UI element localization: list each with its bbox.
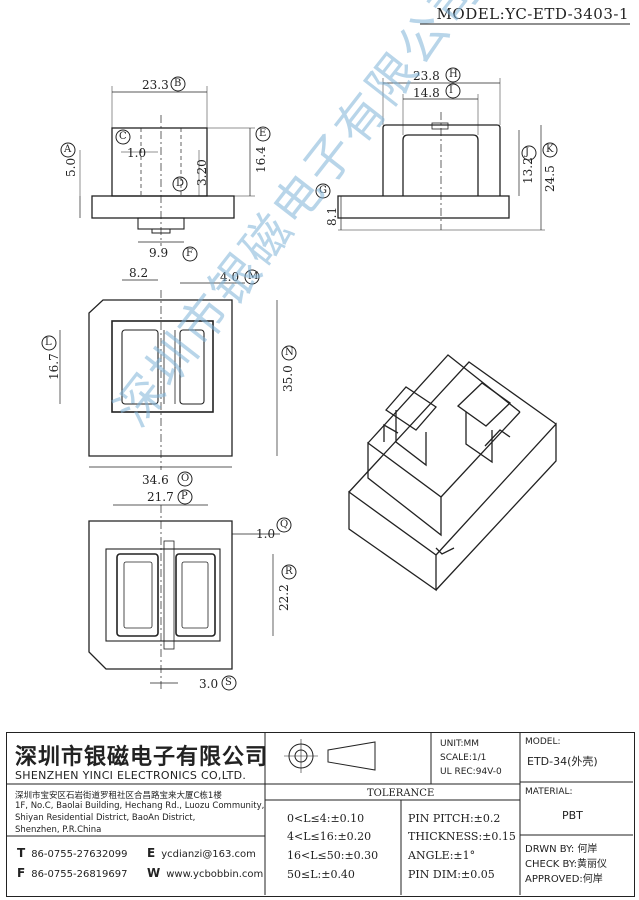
email-label: E — [147, 846, 156, 860]
tag-l: L — [45, 337, 52, 348]
top-view — [41, 269, 297, 487]
dim-8-2: 8.2 — [129, 266, 149, 280]
tag-b: B — [174, 78, 182, 89]
bottom-view — [88, 489, 297, 691]
title-block: 深圳市银磁电子有限公司 SHENZHEN YINCI ELECTRONICS C… — [6, 732, 635, 897]
dim-p: 21.7 — [147, 490, 174, 504]
tolerance-thickness: THICKNESS:±0.15 — [408, 830, 516, 843]
side-view — [315, 67, 558, 231]
dim-j: 13.2 — [521, 157, 535, 184]
address-en-2: Shiyan Residential District, BaoAn Distr… — [15, 813, 196, 823]
dim-c: 1.0 — [127, 146, 147, 160]
dim-k: 24.5 — [543, 165, 557, 192]
material-label: MATERIAL: — [525, 787, 573, 797]
tag-j: J — [525, 147, 530, 158]
tag-m: M — [248, 271, 259, 282]
address-cn: 深圳市宝安区石岩街道罗租社区合昌路宝来大厦C栋1楼 — [15, 791, 222, 801]
dim-o: 34.6 — [142, 473, 169, 487]
model-value: ETD-34(外壳) — [527, 755, 598, 768]
checked-by: CHECK BY:黄丽仪 — [525, 859, 608, 870]
website-label: W — [147, 866, 161, 880]
unit: UNIT:MM — [440, 739, 480, 749]
address-en-1: 1F, No.C, Baolai Building, Hechang Rd., … — [15, 801, 265, 811]
email-value: ycdianzi@163.com — [161, 849, 256, 860]
dim-e: 16.4 — [254, 146, 268, 173]
tolerance-title: TOLERANCE — [367, 788, 435, 799]
dim-r: 22.2 — [277, 584, 291, 611]
drawn-by: DRWN BY: 何岸 — [525, 844, 598, 855]
dim-l: 16.7 — [47, 353, 61, 380]
tolerance-pin-pitch: PIN PITCH:±0.2 — [408, 812, 501, 825]
dim-d: 3.20 — [195, 159, 209, 186]
dim-i: 14.8 — [413, 86, 440, 100]
model-label: MODEL: — [525, 737, 561, 747]
phone-label: T — [17, 846, 26, 860]
tolerance-row-1: 0<L≤4:±0.10 — [287, 812, 365, 825]
tag-d: D — [176, 178, 185, 189]
model-title: MODEL:YC-ETD-3403-1 — [436, 5, 629, 23]
fax-value: 86-0755-26819697 — [31, 869, 128, 880]
company-name-cn: 深圳市银磁电子有限公司 — [15, 745, 269, 770]
tolerance-pin-dim: PIN DIM:±0.05 — [408, 868, 495, 881]
dim-q: 1.0 — [256, 527, 276, 541]
title-block-grid — [6, 732, 633, 895]
tolerance-angle: ANGLE:±1° — [408, 849, 476, 862]
fax: F 86-0755-26819697 — [17, 866, 128, 880]
dim-f: 9.9 — [149, 246, 169, 260]
tag-f: F — [186, 248, 193, 259]
tag-q: Q — [280, 519, 289, 530]
dim-a: 5.0 — [64, 157, 78, 177]
approved-by: APPROVED:何岸 — [525, 874, 603, 885]
material-value: PBT — [562, 809, 583, 822]
dim-n: 35.0 — [281, 365, 295, 392]
tag-h: H — [449, 69, 458, 80]
tag-e: E — [259, 128, 267, 139]
dim-m: 4.0 — [220, 270, 240, 284]
dim-h: 23.8 — [413, 69, 440, 83]
tolerance-row-3: 16<L≤50:±0.30 — [287, 849, 379, 862]
ul-rec: UL REC:94V-0 — [440, 767, 502, 777]
tag-o: O — [181, 473, 190, 484]
tag-n: N — [285, 347, 294, 358]
tag-a: A — [64, 144, 72, 155]
address-en-3: Shenzhen, P.R.China — [15, 825, 102, 835]
company-name-en: SHENZHEN YINCI ELECTRONICS CO,LTD. — [15, 769, 247, 782]
scale: SCALE:1/1 — [440, 753, 487, 763]
fax-label: F — [17, 866, 26, 880]
dim-b: 23.3 — [142, 78, 169, 92]
tag-i: I — [449, 85, 453, 96]
tag-k: K — [546, 144, 554, 155]
tolerance-row-4: 50≤L:±0.40 — [287, 868, 355, 881]
tag-c: C — [119, 131, 127, 142]
phone-value: 86-0755-27632099 — [31, 849, 128, 860]
tag-g: G — [319, 185, 327, 196]
dim-s: 3.0 — [199, 677, 219, 691]
website-value: www.ycbobbin.com — [166, 869, 264, 880]
isometric-view — [348, 354, 557, 592]
tag-s: S — [225, 677, 232, 688]
tolerance-row-2: 4<L≤16:±0.20 — [287, 830, 372, 843]
phone: T 86-0755-27632099 — [17, 846, 127, 860]
tag-r: R — [285, 566, 293, 577]
front-view — [60, 76, 271, 262]
tag-p: P — [181, 491, 188, 502]
